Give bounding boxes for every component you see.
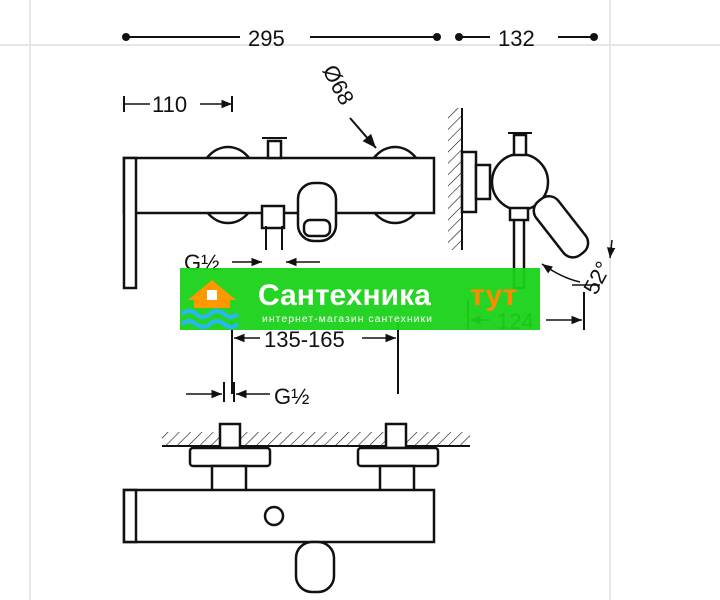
dimension-centers: 135-165	[231, 322, 399, 394]
side-view	[448, 108, 590, 290]
front-view	[122, 137, 436, 290]
dim-label-110: 110	[152, 92, 187, 117]
watermark-subtitle: интернет-магазин сантехники	[262, 313, 433, 325]
dimension-handle-diameter: Ø68	[318, 61, 377, 149]
watermark-title: Сантехника	[258, 279, 431, 312]
waves-icon	[180, 309, 240, 329]
bottom-view	[122, 422, 470, 594]
dim-label-295: 295	[248, 26, 285, 51]
dim-label-132: 132	[498, 26, 535, 51]
house-icon	[188, 280, 236, 308]
dimension-overall-width: 295	[122, 26, 441, 51]
dimension-inlet-offset: 110	[123, 92, 233, 117]
dim-label-g12-bottom: G½	[274, 384, 309, 409]
watermark-logo: Сантехника тут интернет-магазин сантехни…	[180, 268, 540, 330]
dimension-thread-bottom: G½	[186, 382, 309, 409]
dimension-side-depth: 132	[455, 26, 598, 51]
watermark-title-highlight: тут	[470, 279, 517, 312]
dim-label-135-165: 135-165	[264, 327, 345, 352]
dim-label-d68: Ø68	[318, 61, 360, 109]
